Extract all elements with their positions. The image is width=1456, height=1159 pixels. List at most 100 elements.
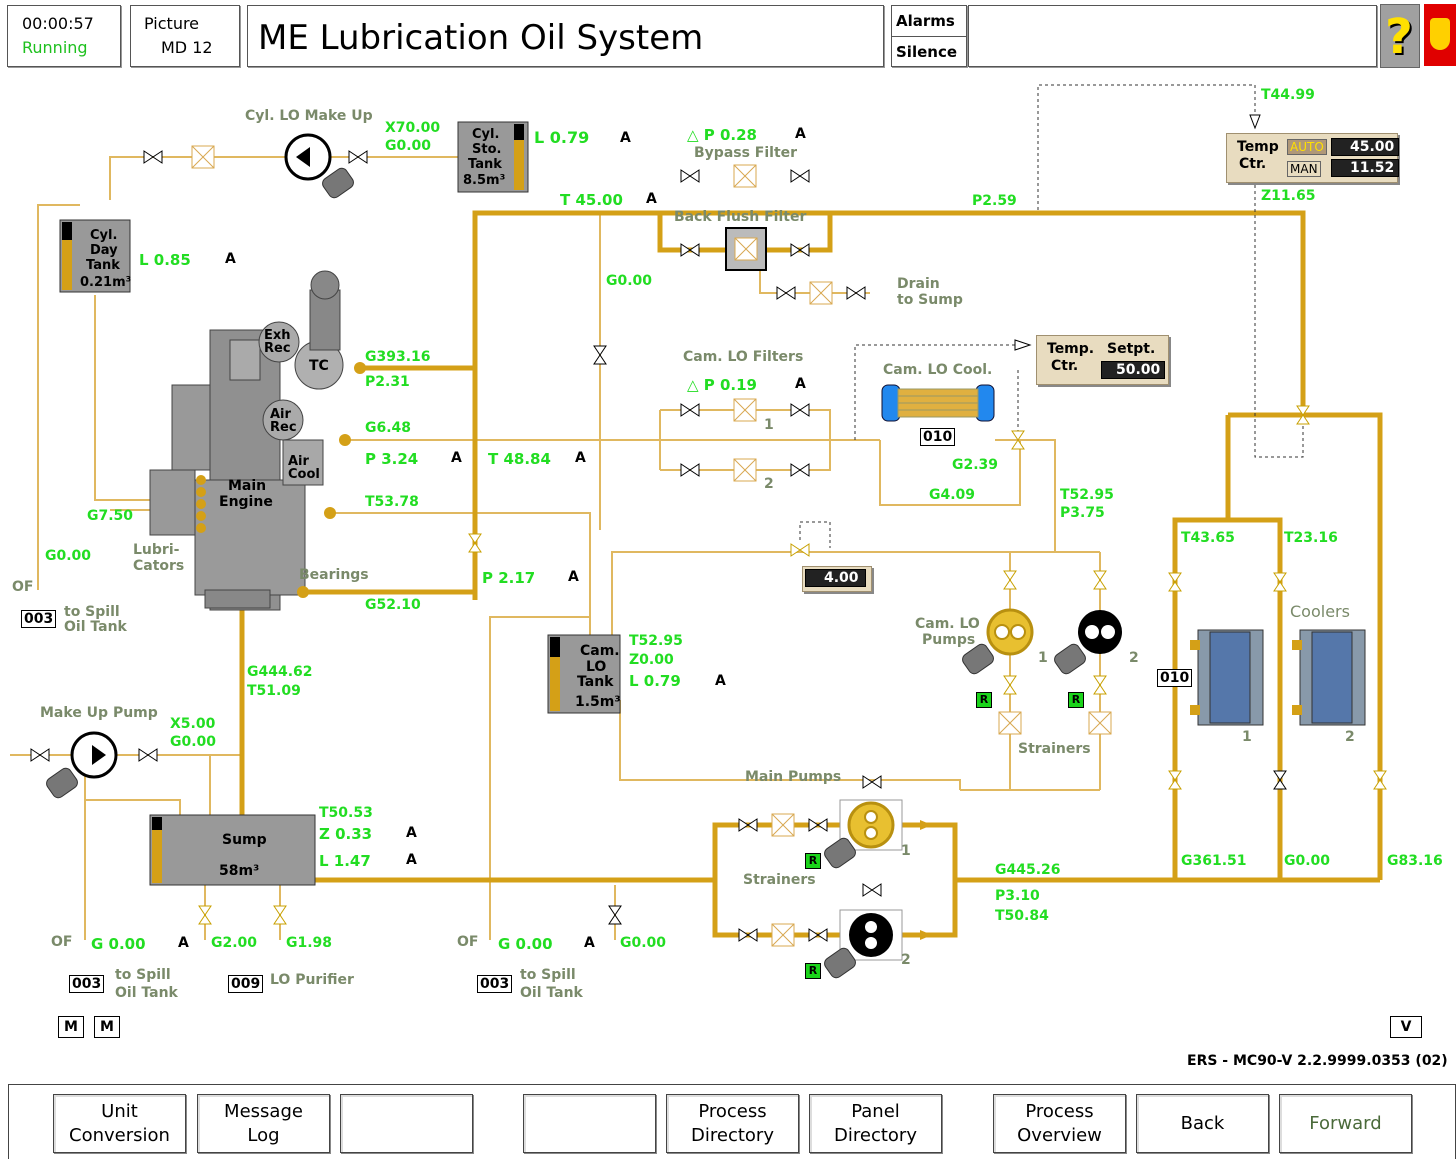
cam-lo-tank-l3: Tank — [577, 674, 614, 690]
temp-controller-top[interactable]: Temp Ctr. AUTO MAN 45.00 11.52 — [1226, 133, 1400, 183]
cam-lo-tank-vol: 1.5m³ — [575, 694, 621, 710]
val-g5210: G52.10 — [365, 597, 421, 613]
val-a9: A — [715, 673, 726, 689]
val-a11: A — [406, 852, 417, 868]
val-a13: A — [584, 935, 595, 951]
code-003-a[interactable]: 003 — [21, 610, 57, 628]
val-l085: L 0.85 — [139, 251, 191, 269]
cam-pump-num-1: 1 — [1038, 650, 1048, 666]
main-pump-1-running-badge[interactable]: R — [805, 853, 821, 869]
val-g0-bot: G0.00 — [620, 935, 667, 951]
tc-label: TC — [309, 358, 329, 374]
code-010-cam[interactable]: 010 — [920, 428, 956, 446]
alarms-button[interactable]: Alarms — [891, 5, 967, 37]
main-pump-num-2: 2 — [901, 952, 911, 968]
cyl-day-l2: Day — [90, 243, 118, 258]
picture-box: Picture MD 12 — [130, 5, 240, 67]
cam-pump-1-running-badge[interactable]: R — [976, 692, 992, 708]
val-g0-left: G0.00 — [45, 548, 92, 564]
cyl-sto-l3: Tank — [468, 157, 502, 172]
val-t4884: T 48.84 — [488, 450, 551, 468]
temp-controller-cam[interactable]: Temp. Ctr. Setpt. 50.00 — [1036, 335, 1169, 385]
v-button[interactable]: V — [1390, 1016, 1422, 1038]
silence-button[interactable]: Silence — [891, 36, 967, 67]
main-pump-2 — [824, 909, 903, 979]
auto-toggle[interactable]: AUTO — [1287, 139, 1327, 155]
oil-tank-label-2: Oil Tank — [115, 985, 178, 1001]
sim-time: 00:00:57 — [22, 14, 94, 33]
setpoint-value[interactable]: 45.00 — [1331, 138, 1400, 156]
val-a5: A — [795, 376, 806, 392]
cam-lo-cool-label: Cam. LO Cool. — [883, 362, 993, 378]
val-g0-of3: G 0.00 — [498, 935, 553, 953]
code-009[interactable]: 009 — [228, 975, 264, 993]
val-a7: A — [575, 450, 586, 466]
val-g0-mid: G0.00 — [606, 273, 653, 289]
temp-ctr-cam-l2: Ctr. — [1051, 358, 1079, 374]
to-spill-label-3: to Spill — [520, 967, 576, 983]
cam-lo-cooler — [881, 384, 995, 422]
main-pump-1 — [824, 799, 903, 869]
val-t4499: T44.99 — [1261, 87, 1315, 103]
cyl-lo-makeup-pump — [284, 133, 354, 199]
question-mark-icon[interactable]: ? — [1380, 4, 1420, 68]
val-p324: P 3.24 — [365, 450, 419, 468]
cam-lo-tank-l2: LO — [586, 659, 607, 675]
make-up-pump-label: Make Up Pump — [40, 705, 158, 721]
output-value[interactable]: 11.52 — [1331, 159, 1400, 177]
empty-button-2[interactable] — [523, 1094, 656, 1153]
to-spill-label-2: to Spill — [115, 967, 171, 983]
cam-pump-2-running-badge[interactable]: R — [1068, 692, 1084, 708]
exh-rec-label: Exh Rec — [264, 328, 291, 356]
val-g0-of1: G 0.00 — [91, 935, 146, 953]
empty-button-1[interactable] — [340, 1094, 473, 1153]
pressure-setpoint[interactable]: 4.00 — [802, 566, 872, 592]
val-l079-top: L 0.79 — [534, 128, 590, 147]
forward-label: Forward — [1309, 1112, 1382, 1134]
of-label-2: OF — [51, 934, 73, 950]
val-g36151: G361.51 — [1181, 853, 1247, 869]
back-label: Back — [1180, 1112, 1225, 1134]
coolers-label: Coolers — [1290, 602, 1350, 621]
main-pump-2-running-badge[interactable]: R — [805, 963, 821, 979]
code-010-cool[interactable]: 010 — [1157, 669, 1193, 687]
forward-button[interactable]: Forward — [1279, 1094, 1412, 1153]
man-toggle[interactable]: MAN — [1287, 161, 1321, 177]
oil-tank-label-3: Oil Tank — [520, 985, 583, 1001]
pressure-setpoint-value[interactable]: 4.00 — [805, 569, 866, 587]
m-button-1[interactable]: M — [58, 1016, 84, 1038]
val-dp028: △ P 0.28 — [687, 126, 757, 144]
main-pumps-label: Main Pumps — [745, 769, 842, 785]
sump-label: Sump — [222, 832, 267, 848]
picture-label: Picture — [144, 14, 200, 33]
code-003-b[interactable]: 003 — [69, 975, 105, 993]
val-a10: A — [406, 825, 417, 841]
val-z033: Z 0.33 — [319, 825, 373, 843]
val-g44526: G445.26 — [995, 862, 1061, 878]
strainers-lower-label: Strainers — [743, 872, 816, 888]
back-button[interactable]: Back — [1136, 1094, 1269, 1153]
setpt-label: Setpt. — [1107, 341, 1156, 357]
cyl-lo-makeup-label: Cyl. LO Make Up — [245, 108, 373, 124]
val-p259: P2.59 — [972, 193, 1017, 209]
unit-conversion-l1: Unit — [101, 1100, 138, 1122]
cam-setpoint-value[interactable]: 50.00 — [1101, 361, 1166, 379]
code-003-c[interactable]: 003 — [477, 975, 513, 993]
sim-state: Running — [22, 38, 88, 57]
cyl-sto-l2: Sto. — [472, 142, 502, 157]
val-t5053: T50.53 — [319, 805, 373, 821]
bypass-filter-label: Bypass Filter — [694, 145, 798, 161]
back-flush-filter-label: Back Flush Filter — [674, 209, 807, 225]
m-button-2[interactable]: M — [94, 1016, 120, 1038]
val-g0-mu: G0.00 — [170, 734, 217, 750]
val-dp019: △ P 0.19 — [687, 376, 757, 394]
alarm-message-box — [968, 5, 1377, 67]
cam-pump-num-2: 2 — [1129, 650, 1139, 666]
process-directory-l1: Process — [698, 1100, 767, 1122]
cyl-day-l1: Cyl. — [90, 228, 118, 243]
